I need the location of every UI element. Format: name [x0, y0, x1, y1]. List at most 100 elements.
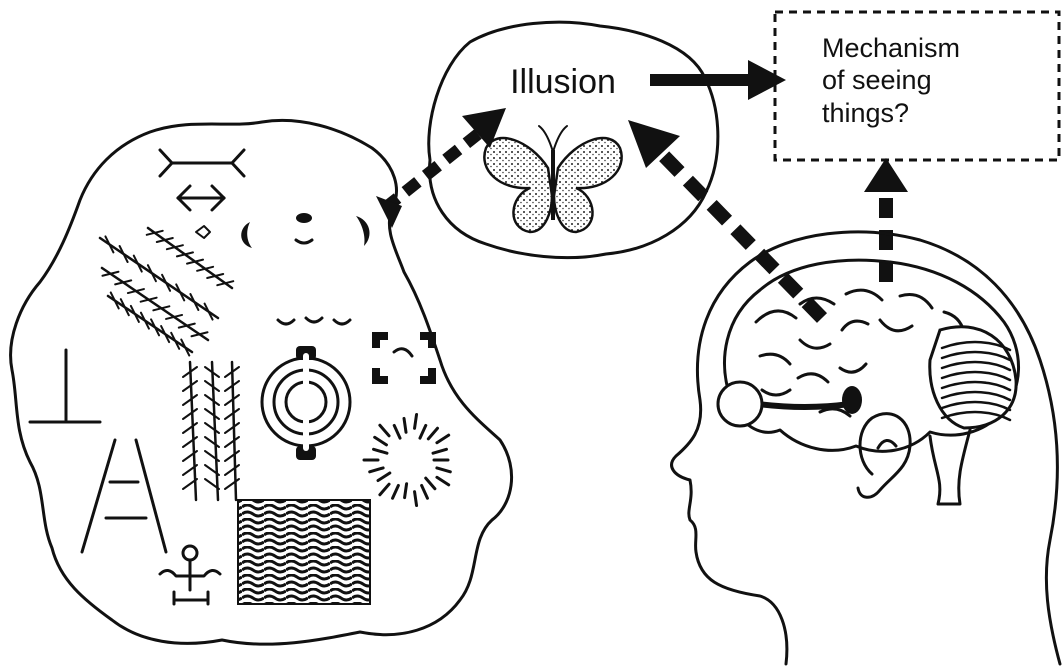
- mechanism-label: Mechanism of seeing things?: [822, 33, 968, 128]
- ponzo-ladder-icon: [80, 438, 168, 554]
- head-profile: [670, 230, 1062, 666]
- zollner-tick: [109, 291, 120, 310]
- burst-ray: [378, 482, 391, 497]
- cerebellum-fold: [940, 350, 1012, 362]
- vertical-hatch-tick: [182, 380, 198, 392]
- zollner-tick: [203, 302, 214, 321]
- zollner-tick: [132, 254, 143, 273]
- vertical-hatch-tick: [204, 478, 220, 490]
- vertical-hatch-tick: [224, 464, 240, 476]
- arrow-brain-to-illusion: [628, 120, 828, 323]
- zollner-tick: [161, 273, 172, 292]
- vertical-hatch-tick: [204, 366, 220, 378]
- zollner-tick: [170, 331, 181, 350]
- burst-ray: [402, 416, 408, 434]
- zollner-hatch: [101, 229, 235, 357]
- burst-ray: [435, 433, 451, 445]
- zollner-tick: [114, 279, 133, 286]
- burst-ray: [420, 483, 429, 500]
- zollner-tick: [189, 293, 200, 311]
- muller-lyer-figure-icon: [158, 148, 246, 239]
- vertical-hatch-tick: [182, 408, 198, 420]
- burst-ray: [426, 426, 440, 441]
- burst-ray: [373, 435, 388, 447]
- zollner-tick: [206, 273, 225, 279]
- cerebellum-fold: [940, 390, 1012, 402]
- burst-ray: [368, 466, 385, 474]
- cafe-wall-pattern: [237, 499, 371, 605]
- zollner-tick: [126, 288, 145, 295]
- burst-ray: [391, 483, 400, 500]
- zollner-lines-icon: [98, 226, 234, 354]
- burst-ray: [435, 475, 451, 487]
- vertical-hatch-tick: [224, 408, 240, 420]
- burst-ray: [435, 466, 452, 474]
- burst-ray: [378, 423, 391, 438]
- zollner-tick: [216, 280, 235, 287]
- zollner-tick: [160, 325, 171, 344]
- cerebellum-fold: [940, 380, 1012, 392]
- zollner-tick: [190, 331, 209, 338]
- burst-ray: [431, 447, 448, 455]
- zollner-tick: [165, 244, 184, 251]
- zollner-tick: [118, 245, 129, 263]
- cerebellum-fold: [940, 370, 1012, 382]
- burst-ray: [392, 423, 402, 440]
- zollner-tick: [104, 235, 115, 254]
- zollner-tick: [180, 338, 191, 357]
- zollner-tick: [119, 298, 130, 317]
- burst-ray: [376, 471, 392, 483]
- vertical-horizontal-figure-icon: [28, 348, 102, 424]
- vertical-hatch-tick: [182, 478, 198, 490]
- vertical-hatch-tick: [204, 450, 220, 462]
- mechanism-line-2: of seeing: [822, 65, 932, 95]
- zollner-tick: [152, 305, 171, 312]
- zollner-tick: [146, 264, 157, 283]
- vertical-hatch-tick: [182, 436, 198, 448]
- vertical-hatch-tick: [224, 366, 240, 378]
- burst-ray: [403, 482, 409, 500]
- eye-icon: [716, 380, 764, 428]
- radial-burst-illusion: [362, 412, 452, 508]
- wave-marks: [276, 316, 352, 326]
- stick-figure-icon: [158, 544, 222, 606]
- zollner-tick: [186, 258, 205, 265]
- burst-ray: [418, 423, 428, 440]
- vertical-hatch-tick: [224, 478, 240, 490]
- vertical-hatch-ticks: [182, 366, 240, 490]
- vertical-hatch-tick: [182, 450, 198, 462]
- concentric-rings-illusion: [260, 346, 352, 460]
- vertical-hatch-tick: [204, 464, 220, 476]
- zollner-tick: [150, 318, 161, 337]
- mechanism-box: [773, 10, 1061, 162]
- cerebellum-fold: [940, 410, 1012, 422]
- vertical-hatch-tick: [224, 422, 240, 434]
- vertical-hatch-tick: [204, 436, 220, 448]
- brain-icon: [723, 258, 1020, 506]
- zollner-tick: [196, 265, 215, 272]
- illusion-label: Illusion: [510, 63, 616, 101]
- cerebellum-fold: [940, 340, 1012, 352]
- vertical-hatch-tick: [182, 394, 198, 406]
- arrow-illusion-to-mechanism: [650, 60, 786, 100]
- vertical-hatch-tick: [182, 464, 198, 476]
- zollner-tick: [129, 304, 140, 323]
- zollner-tick: [175, 251, 194, 258]
- zollner-tick: [101, 270, 120, 277]
- zollner-tick: [139, 296, 158, 303]
- vertical-hatch-tick: [182, 366, 198, 378]
- zollner-tick: [165, 313, 184, 320]
- kanizsa-fragments: [241, 213, 370, 248]
- vertical-hatch-tick: [204, 408, 220, 420]
- vertical-hatch-tick: [224, 394, 240, 406]
- zollner-tick: [177, 322, 196, 329]
- vertical-hatch-tick: [224, 380, 240, 392]
- vertical-hatch-tick: [204, 380, 220, 392]
- mechanism-line-1: Mechanism: [822, 33, 960, 63]
- burst-ray: [372, 447, 389, 455]
- vertical-hatch-tick: [204, 394, 220, 406]
- zollner-tick: [155, 237, 174, 243]
- kanizsa-figure-icon: [372, 332, 436, 384]
